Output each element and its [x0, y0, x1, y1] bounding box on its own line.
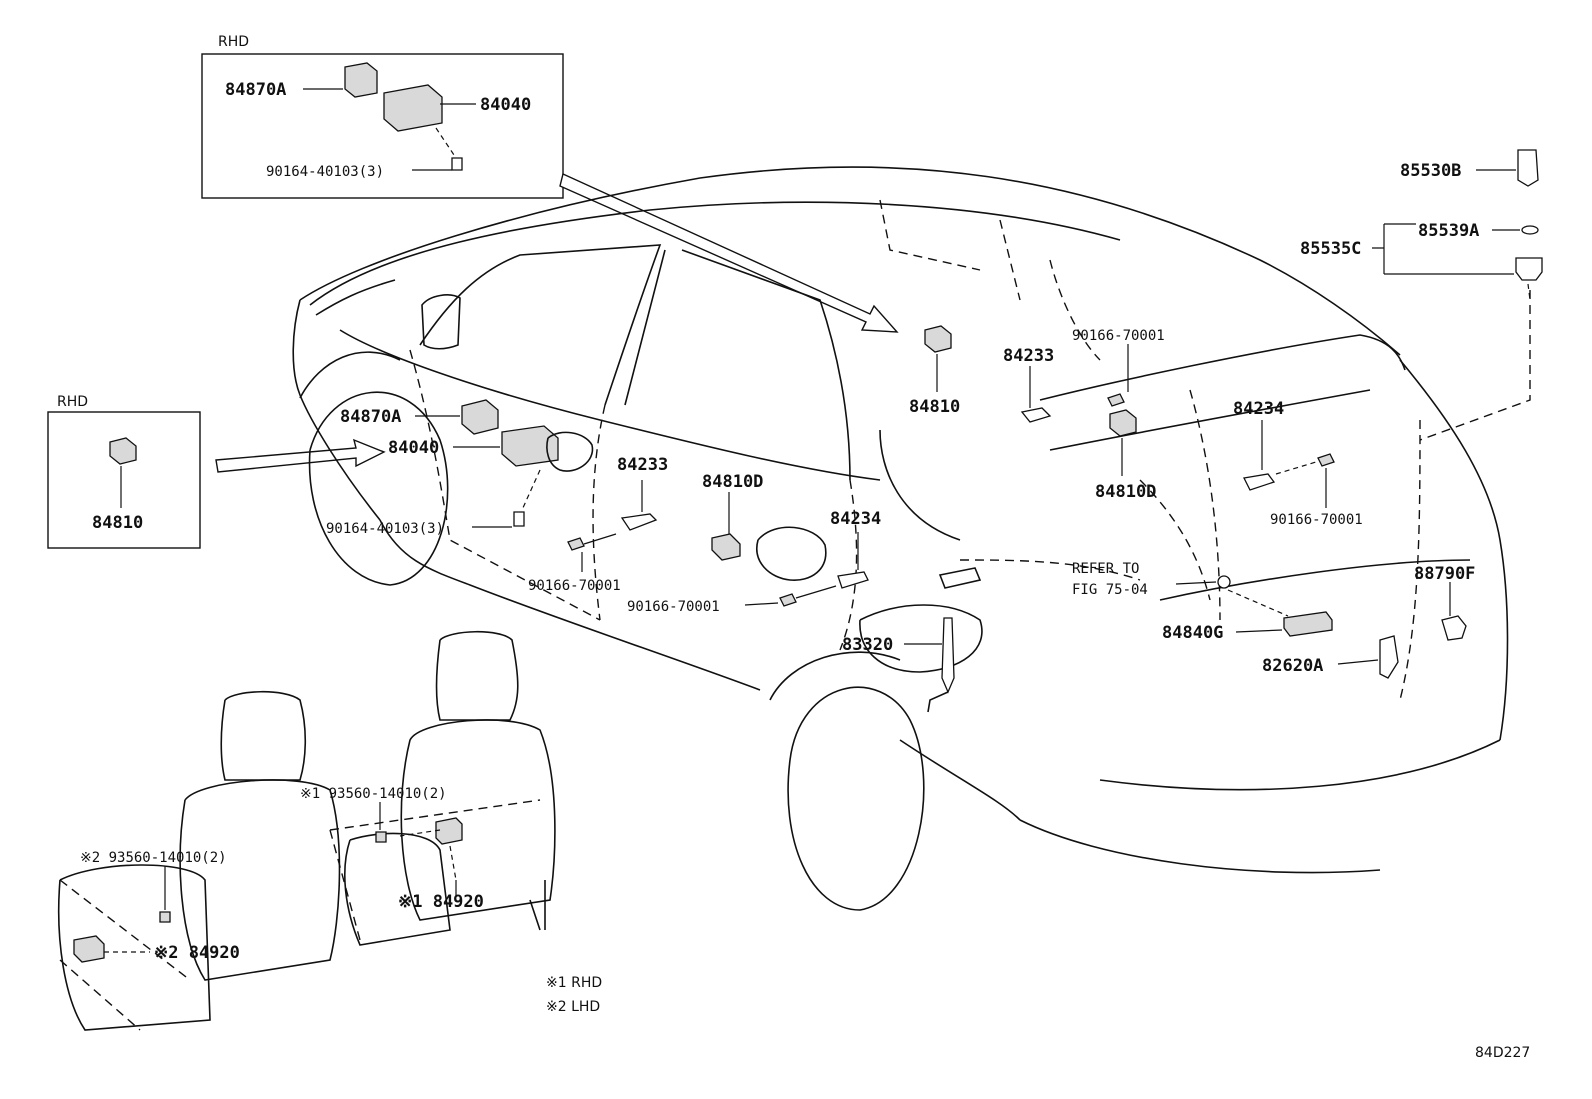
switch-84840G-icon[interactable]	[1283, 611, 1333, 637]
label-84810-top: 84810	[909, 397, 960, 417]
refer-to-text-line2: FIG 75-04	[1072, 582, 1148, 598]
label-90166-right: 90166-70001	[1270, 512, 1363, 528]
label-84234-back: 84234	[1233, 399, 1284, 419]
switch-84870A-door-icon[interactable]	[461, 399, 499, 435]
switch-84810-inset-icon[interactable]	[109, 437, 137, 465]
label-84810D-rear: 84810D	[702, 472, 763, 492]
rhd-inset-left: RHD 84810	[47, 394, 201, 549]
legend-note-lhd: ※2 LHD	[546, 999, 600, 1015]
arrow-to-door	[215, 438, 386, 473]
label-84870A-inset: 84870A	[225, 80, 286, 100]
master-switch-84040-icon[interactable]	[383, 84, 443, 132]
sensor-88790F-icon[interactable]	[1441, 615, 1467, 641]
screw-93560-rhd-icon[interactable]	[375, 831, 387, 843]
label-90164-door-visible: 90164-40103(3)	[326, 521, 444, 537]
label-84233-back: 84233	[1003, 346, 1054, 366]
screw-90164-door-icon[interactable]	[513, 511, 525, 527]
gasket-85539A-icon[interactable]	[1521, 225, 1539, 235]
switch-84870A-icon[interactable]	[344, 62, 378, 98]
sensor-83320-icon[interactable]	[941, 617, 955, 694]
switch-84810D-door-icon[interactable]	[711, 533, 741, 561]
rhd-inset-top-header: RHD	[218, 34, 249, 50]
courtesy-switch-84234-back-icon[interactable]	[1243, 473, 1276, 491]
arrow-to-rear-door	[559, 173, 899, 333]
seats: ※1 93560-14010(2) ※1 84920 ※2 84920 ※2 9…	[57, 630, 556, 1031]
lower-rear-parts: REFER TO FIG 75-04 84840G 88790F 82620A …	[842, 561, 1475, 713]
label-90166-back: 90166-70001	[1072, 328, 1165, 344]
label-90166-rear: 90166-70001	[627, 599, 720, 615]
switch-84810D-back-icon[interactable]	[1109, 409, 1137, 437]
label-84040: 84040	[388, 438, 439, 458]
label-seat-84920-lhd: ※2 84920	[154, 943, 240, 963]
label-82620A: 82620A	[1262, 656, 1323, 676]
master-switch-84040-door-icon[interactable]	[501, 425, 559, 467]
label-84234-rear: 84234	[830, 509, 881, 529]
label-88790F: 88790F	[1414, 564, 1475, 584]
label-84810-inset: 84810	[92, 513, 143, 533]
label-83320: 83320	[842, 635, 893, 655]
courtesy-switch-84234-rear-icon[interactable]	[837, 571, 869, 589]
rhd-inset-top-frame	[201, 53, 564, 199]
label-84870A: 84870A	[340, 407, 401, 427]
screw-90164-icon[interactable]	[451, 157, 463, 171]
screw-90166-rear-icon[interactable]	[779, 593, 797, 607]
switch-84810-top-icon[interactable]	[924, 325, 952, 353]
refer-to-text-line1: REFER TO	[1072, 561, 1139, 577]
courtesy-switch-84233-back-icon[interactable]	[1020, 407, 1052, 423]
label-90164-inset: 90164-40103(3)	[266, 164, 384, 180]
door-parts: 84870A 84040 90166-70001 90164-40103(3) …	[326, 399, 881, 615]
bulb-85530B-icon[interactable]	[1517, 149, 1539, 187]
screw-90166-back-icon[interactable]	[1107, 393, 1125, 407]
grommet-refer-icon[interactable]	[1217, 575, 1231, 589]
vehicle-outline	[292, 166, 1531, 911]
legend-note-rhd: ※1 RHD	[546, 975, 602, 991]
label-90166-front: 90166-70001	[528, 578, 621, 594]
switch-84920-rhd-icon[interactable]	[435, 817, 463, 845]
rhd-inset-left-header: RHD	[57, 394, 88, 410]
figure-code: 84D227	[1475, 1045, 1530, 1061]
bracket-82620A-icon[interactable]	[1379, 635, 1399, 679]
screw-90166-right-icon[interactable]	[1317, 453, 1335, 467]
hatch-lamp-parts: 85530B 85539A 85535C	[1300, 149, 1543, 301]
courtesy-switch-84233-front-icon[interactable]	[620, 513, 658, 531]
socket-85535C-icon[interactable]	[1515, 257, 1543, 281]
upper-rear-parts: 84810 84233 90166-70001 84810D 84234 901…	[909, 325, 1363, 528]
label-85535C: 85535C	[1300, 239, 1361, 259]
label-seat-screw-lhd: ※2 93560-14010(2)	[80, 850, 227, 866]
screw-90166-front-icon[interactable]	[567, 537, 585, 551]
label-84233-front: 84233	[617, 455, 668, 475]
rhd-inset-top: RHD 84870A 84040 90164-40103(3)	[201, 34, 564, 199]
label-seat-84920-rhd: ※1 84920	[398, 892, 484, 912]
rhd-inset-left-frame	[47, 411, 201, 549]
label-84840G: 84840G	[1162, 623, 1223, 643]
screw-93560-lhd-icon[interactable]	[159, 911, 171, 923]
label-84040-inset: 84040	[480, 95, 531, 115]
label-85530B: 85530B	[1400, 161, 1461, 181]
label-85539A: 85539A	[1418, 221, 1479, 241]
label-84810D-back: 84810D	[1095, 482, 1156, 502]
label-seat-screw-rhd: ※1 93560-14010(2)	[300, 786, 447, 802]
switch-84920-lhd-icon[interactable]	[73, 935, 105, 963]
